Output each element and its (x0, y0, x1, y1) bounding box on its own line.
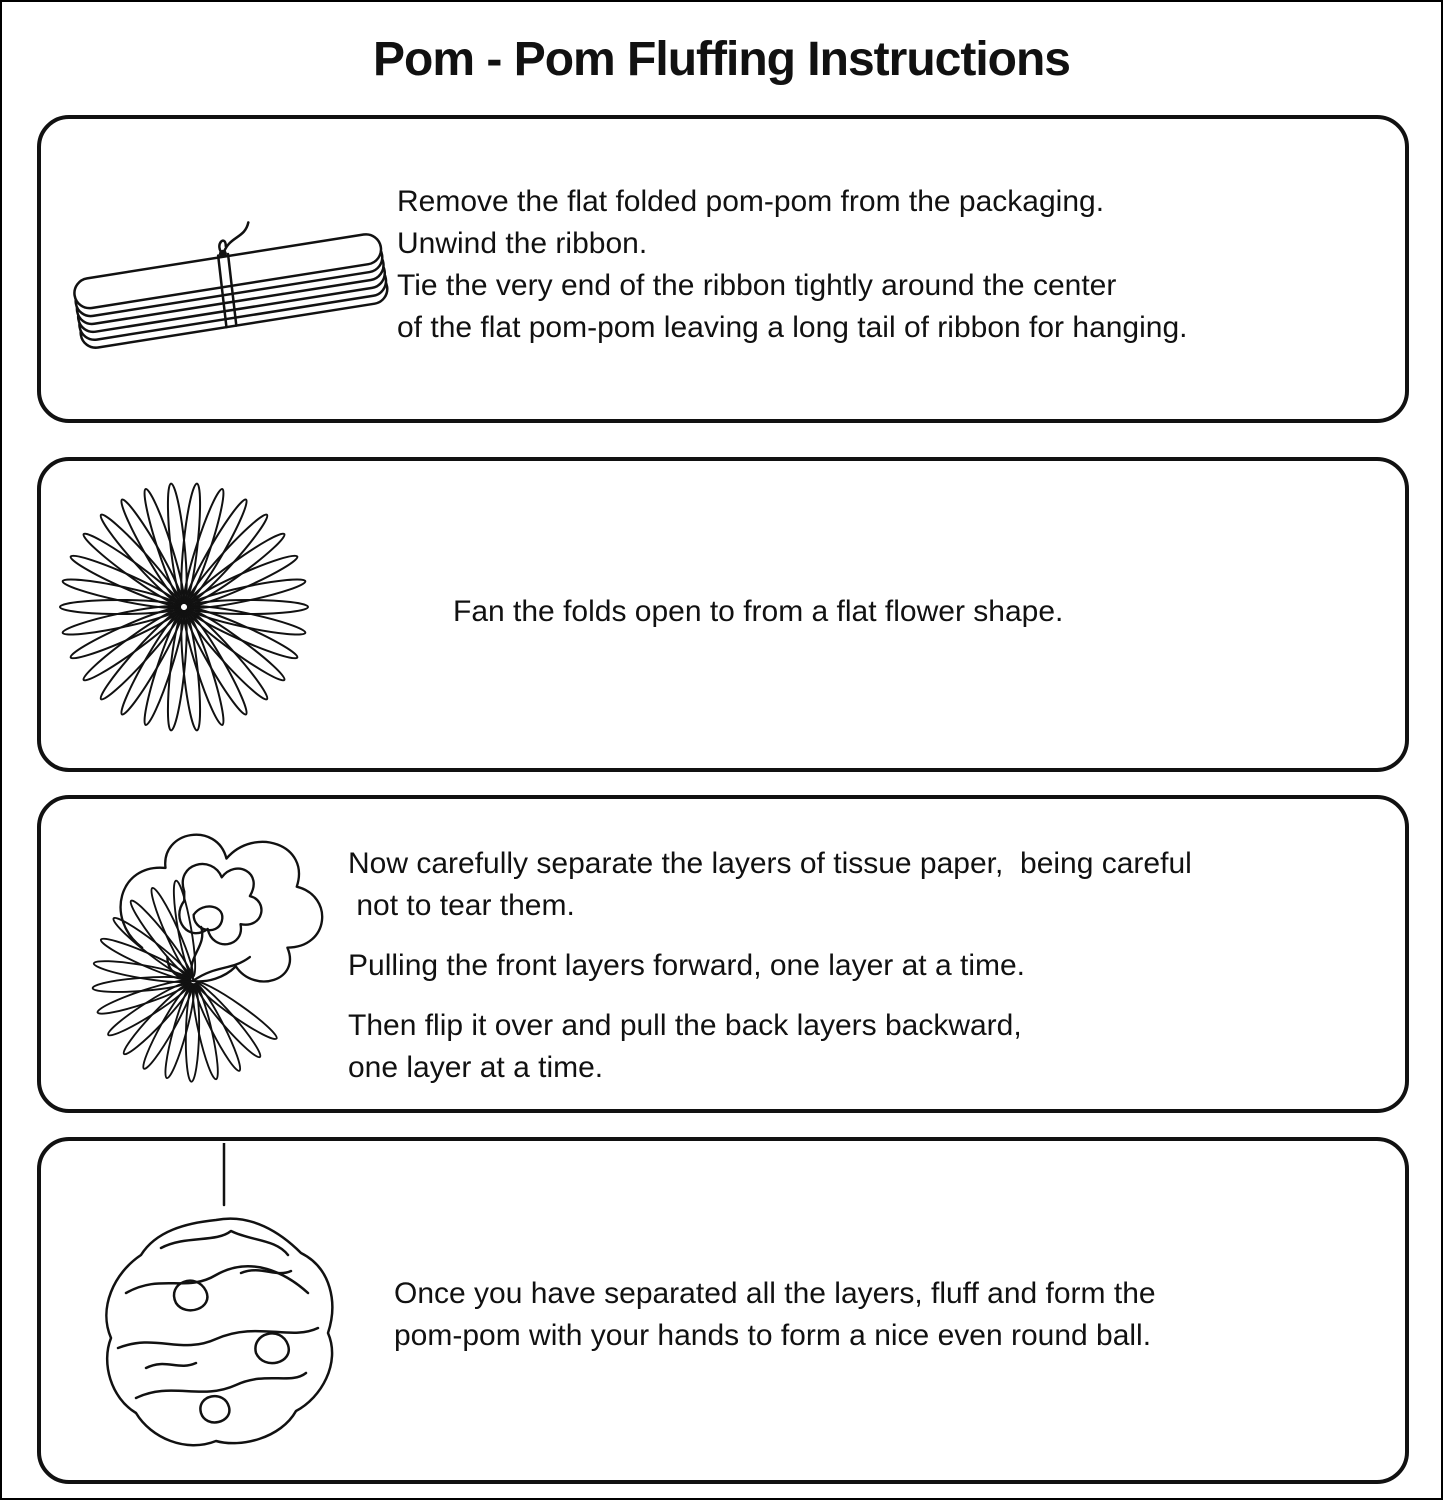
flat-folded-pom-illustration (61, 204, 401, 379)
instruction-line: Now carefully separate the layers of tis… (348, 847, 1192, 880)
instruction-line: Remove the flat folded pom-pom from the … (397, 185, 1105, 218)
step-4-text: Once you have separated all the layers, … (394, 1273, 1381, 1357)
instruction-line: one layer at a time. (348, 1051, 604, 1084)
step-4-panel: Once you have separated all the layers, … (37, 1137, 1409, 1484)
instruction-paragraph: Pulling the front layers forward, one la… (348, 945, 1381, 987)
step-3-panel: Now carefully separate the layers of tis… (37, 795, 1409, 1113)
instruction-paragraph: Then flip it over and pull the back laye… (348, 1005, 1381, 1089)
instruction-line: Tie the very end of the ribbon tightly a… (397, 269, 1117, 302)
step-2-text: Fan the folds open to from a flat flower… (453, 591, 1381, 633)
instruction-line: Unwind the ribbon. (397, 227, 648, 260)
instruction-line: of the flat pom-pom leaving a long tail … (397, 311, 1188, 344)
instruction-line: Pulling the front layers forward, one la… (348, 949, 1025, 982)
round-pom-illustration (66, 1143, 366, 1478)
step-1-text: Remove the flat folded pom-pom from the … (397, 181, 1381, 349)
flat-flower-illustration (49, 479, 349, 769)
step-3-text: Now carefully separate the layers of tis… (348, 843, 1381, 1107)
instruction-line: Fan the folds open to from a flat flower… (453, 595, 1064, 628)
instruction-line: Once you have separated all the layers, … (394, 1277, 1156, 1310)
separating-layers-illustration (53, 807, 353, 1107)
instruction-line: Then flip it over and pull the back laye… (348, 1009, 1022, 1042)
instruction-line: not to tear them. (348, 889, 575, 922)
page-title: Pom - Pom Fluffing Instructions (373, 33, 1071, 86)
step-1-panel: Remove the flat folded pom-pom from the … (37, 115, 1409, 423)
instruction-line: pom-pom with your hands to form a nice e… (394, 1319, 1152, 1352)
step-2-panel: Fan the folds open to from a flat flower… (37, 457, 1409, 772)
instruction-paragraph: Now carefully separate the layers of tis… (348, 843, 1381, 927)
